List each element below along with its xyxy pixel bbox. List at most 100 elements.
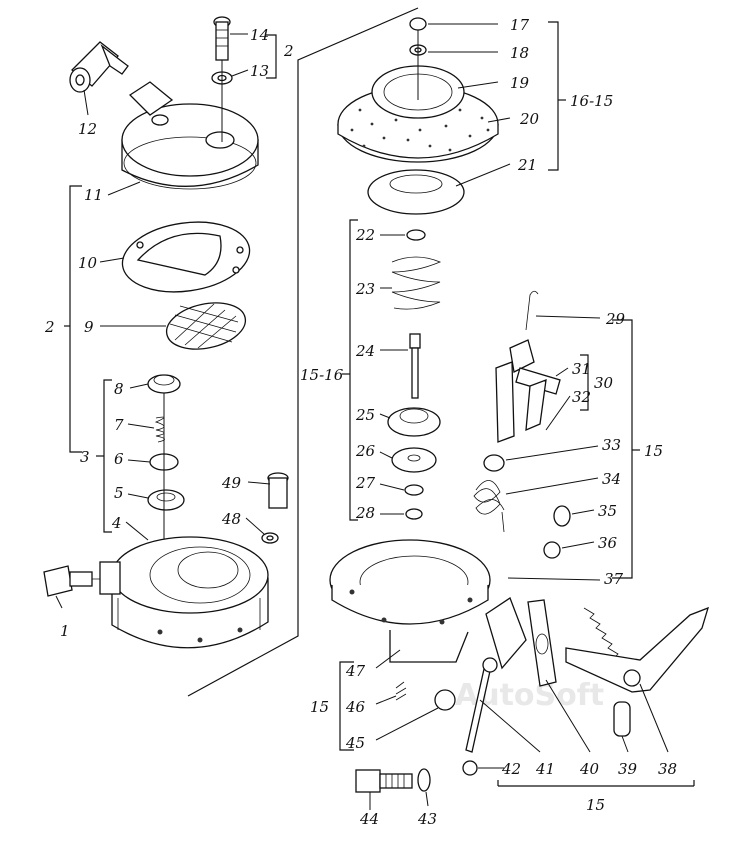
callout-24: 24 <box>355 342 375 360</box>
leader-43 <box>425 791 429 807</box>
bracket-15-right <box>612 319 633 579</box>
callout-12: 12 <box>78 120 97 138</box>
part-22-washer <box>406 229 426 241</box>
callout-41: 41 <box>535 760 555 778</box>
callout-3: 3 <box>80 448 90 466</box>
leader-40 <box>545 679 591 753</box>
callout-13: 13 <box>250 62 269 80</box>
bracket-3 <box>103 379 112 533</box>
pump-lever-housing <box>482 597 527 673</box>
callout-7: 7 <box>114 416 124 434</box>
callout-45: 45 <box>345 734 365 752</box>
callout-10: 10 <box>78 254 98 272</box>
part-26-seal <box>391 447 437 473</box>
callout-2: 2 <box>44 318 55 336</box>
part-48-washer <box>261 532 279 544</box>
callout-18: 18 <box>510 44 529 62</box>
part-36-bushing <box>543 541 561 559</box>
callout-47: 47 <box>345 662 366 680</box>
part-35-bushing <box>553 505 571 527</box>
leader-37 <box>507 577 601 581</box>
leader-12 <box>83 89 89 116</box>
part-45-ball <box>434 689 456 711</box>
leader-26 <box>379 451 393 459</box>
leader-33 <box>505 445 599 461</box>
leader-27 <box>379 483 405 491</box>
callout-46: 46 <box>345 698 366 716</box>
part-9-filter-screen <box>165 302 247 350</box>
leader-35 <box>571 509 595 515</box>
part-17-nut <box>409 17 427 31</box>
leader-32 <box>545 395 571 431</box>
callout-32: 32 <box>572 388 591 406</box>
leader-29 <box>535 315 601 319</box>
callout-49: 49 <box>221 474 242 492</box>
leader-41 <box>479 699 541 753</box>
leader-46 <box>375 695 397 705</box>
callout-34: 34 <box>602 470 621 488</box>
part-31-lever <box>509 339 561 395</box>
callout-33: 33 <box>602 436 621 454</box>
leader-36 <box>561 541 595 549</box>
part-38-hand-lever <box>565 606 710 693</box>
part-1-fitting <box>43 565 110 597</box>
part-28-washer <box>405 508 423 520</box>
leader-38 <box>639 683 669 753</box>
callout-5: 5 <box>114 484 124 502</box>
part-37-spring <box>583 607 625 663</box>
bracket-16-15 <box>548 21 559 171</box>
leader-4 <box>125 521 149 541</box>
part-40-gasket <box>527 599 557 687</box>
callout-31: 31 <box>572 360 591 378</box>
callout-22: 22 <box>355 226 375 244</box>
callout-42: 42 <box>501 760 521 778</box>
callout-37: 37 <box>604 570 624 588</box>
callout-2: 2 <box>283 42 294 60</box>
part-44-bolt <box>355 769 413 793</box>
callout-38: 38 <box>658 760 677 778</box>
part-21-lower-plate <box>367 169 465 215</box>
callout-9: 9 <box>84 318 94 336</box>
leader-21 <box>455 163 511 187</box>
part-47-lower-body <box>329 539 491 663</box>
callout-17: 17 <box>510 16 530 34</box>
part-24-pull-rod <box>409 333 421 399</box>
leader-8 <box>129 383 149 389</box>
part-42-ball <box>462 760 478 776</box>
callout-14: 14 <box>250 26 269 44</box>
leader-31 <box>555 367 569 377</box>
bracket-30 <box>580 354 589 411</box>
callout-20: 20 <box>519 110 540 128</box>
callout-25: 25 <box>355 406 375 424</box>
part-10-gasket <box>121 221 251 293</box>
callout-6: 6 <box>114 450 124 468</box>
part-43-washer <box>417 768 431 792</box>
bracket-2-top <box>266 34 277 79</box>
assembly-boundary-line <box>187 7 419 697</box>
part-49-plug <box>267 472 289 509</box>
leader-1 <box>55 595 63 609</box>
callout-15-16: 15-16 <box>300 366 344 384</box>
part-7-valve-spring <box>154 416 165 443</box>
bracket-15-left <box>339 661 354 751</box>
part-8-valve-cap <box>147 374 181 394</box>
callout-16-15: 16-15 <box>570 92 613 110</box>
leader-48 <box>245 517 265 535</box>
leader-7 <box>127 423 155 429</box>
leader-25 <box>379 413 391 419</box>
callout-44: 44 <box>359 810 379 828</box>
leader-34 <box>505 477 599 495</box>
part-12-elbow-fitting <box>69 41 129 93</box>
callout-36: 36 <box>598 534 618 552</box>
callout-48: 48 <box>221 510 241 528</box>
callout-15: 15 <box>586 796 605 814</box>
leader-45 <box>375 707 439 741</box>
part-34-spring <box>473 480 505 533</box>
callout-40: 40 <box>579 760 600 778</box>
callout-8: 8 <box>114 380 124 398</box>
part-25-cup <box>387 407 441 437</box>
bracket-2 <box>69 185 82 453</box>
part-27-washer <box>404 484 424 496</box>
